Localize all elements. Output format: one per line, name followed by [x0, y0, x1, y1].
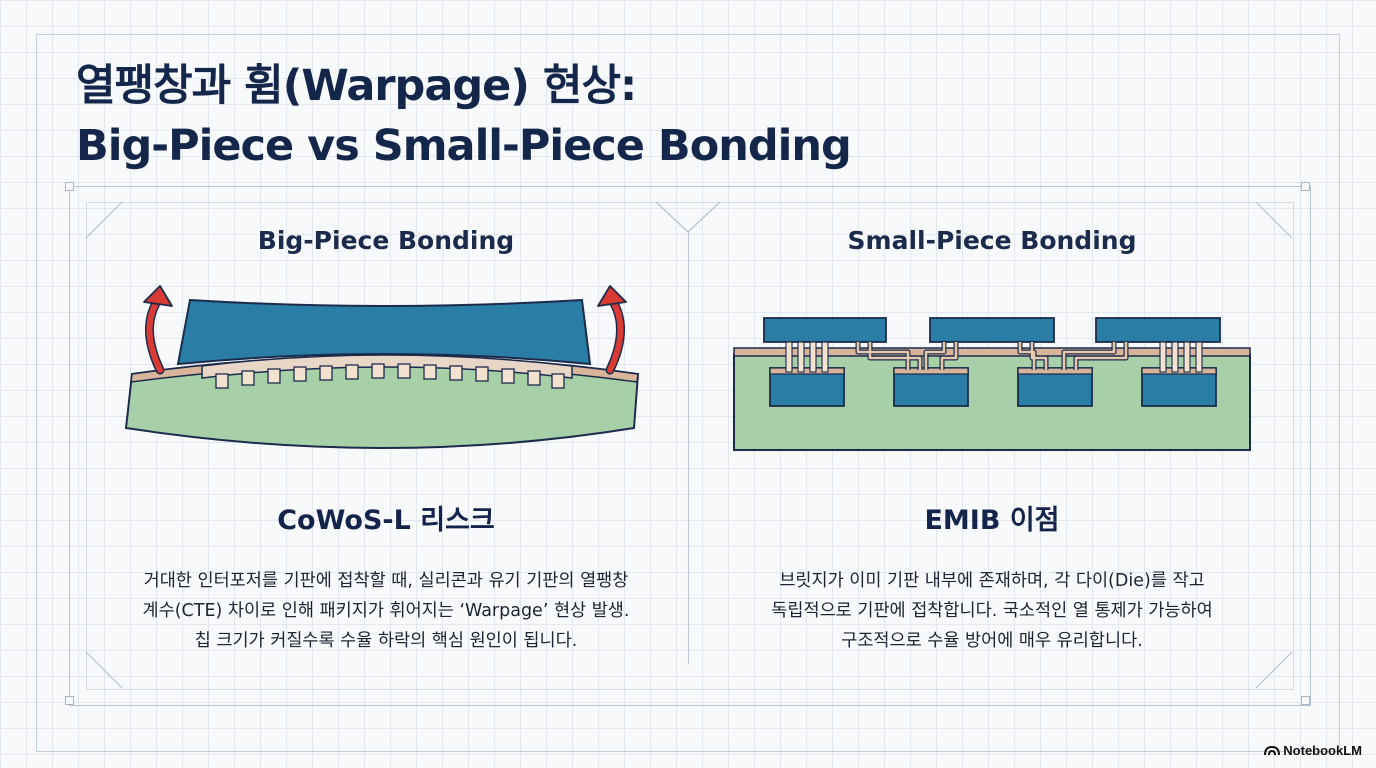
description-line: 브릿지가 이미 기판 내부에 존재하며, 각 다이(Die)를 작고: [779, 571, 1205, 591]
cowos-risk-description: 거대한 인터포저를 기판에 접착할 때, 실리콘과 유기 기판의 열팽창 계수(…: [86, 566, 686, 656]
big-die: [176, 298, 592, 366]
frame-corner-marker: [1301, 696, 1310, 705]
outer-frame: [36, 34, 1340, 752]
bridge-pads: [769, 367, 1217, 375]
description-line: 계수(CTE) 차이로 인해 패키지가 휘어지는 ‘Warpage’ 현상 발생…: [142, 601, 630, 621]
warp-arrow-icon: [597, 285, 627, 375]
routed-traces: [856, 342, 1128, 370]
micro-bumps: [215, 363, 565, 389]
substrate-copper-layer: [733, 347, 1251, 357]
small-piece-heading: Small-Piece Bonding: [847, 226, 1137, 255]
frame-corner-marker: [1301, 182, 1310, 191]
panel-divider: [688, 232, 689, 664]
emib-advantage-heading: EMIB 이점: [924, 505, 1060, 536]
big-piece-warpage-diagram: [124, 285, 640, 449]
inner-frame-secondary: [86, 202, 1294, 690]
warp-arrow-icon: [143, 285, 173, 375]
frame-corner-marker: [65, 696, 74, 705]
description-line: 거대한 인터포저를 기판에 접착할 때, 실리콘과 유기 기판의 열팽창: [143, 571, 629, 591]
vertical-interconnects: [785, 341, 1203, 373]
description-line: 독립적으로 기판에 접착합니다. 국소적인 열 통제가 가능하여: [771, 601, 1213, 621]
title-line-1: 열팽창과 휨(Warpage) 현상:: [76, 61, 637, 111]
description-line: 구조적으로 수율 방어에 매우 유리합니다.: [841, 631, 1143, 651]
emib-advantage-description: 브릿지가 이미 기판 내부에 존재하며, 각 다이(Die)를 작고 독립적으로…: [692, 566, 1292, 656]
title-line-2: Big-Piece vs Small-Piece Bonding: [76, 121, 852, 171]
cowos-risk-heading: CoWoS-L 리스크: [277, 505, 495, 536]
page-title: 열팽창과 휨(Warpage) 현상: Big-Piece vs Small-P…: [76, 56, 1176, 176]
notebooklm-logo-icon: [1264, 744, 1281, 759]
frame-corner-marker: [65, 182, 74, 191]
inner-frame: [69, 186, 1311, 706]
big-piece-heading: Big-Piece Bonding: [257, 226, 515, 255]
notebooklm-brand: NotebookLM: [1264, 743, 1362, 759]
small-dies: [763, 317, 1221, 343]
description-line: 칩 크기가 커질수록 수율 하락의 핵심 원인이 됩니다.: [194, 631, 578, 651]
small-piece-emib-diagram: [733, 317, 1251, 451]
brand-label: NotebookLM: [1283, 743, 1362, 758]
